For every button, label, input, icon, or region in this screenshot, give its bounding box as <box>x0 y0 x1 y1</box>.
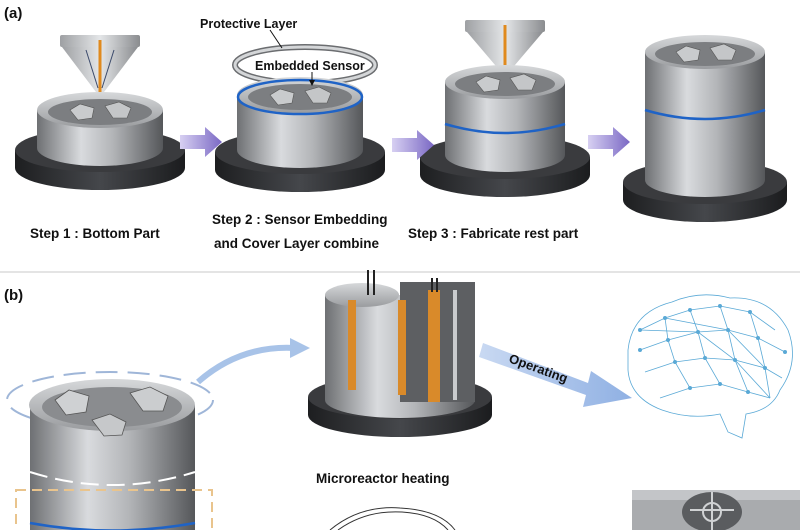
print-nozzle-icon <box>465 20 545 72</box>
embedded-sensor-label: Embedded Sensor <box>255 59 365 73</box>
step1-label: Step 1 : Bottom Part <box>30 226 160 241</box>
step3-label: Step 3 : Fabricate rest part <box>408 226 579 241</box>
highlight-box <box>15 489 213 530</box>
sensor-part-closeup <box>6 371 214 530</box>
protective-layer-pointer <box>269 29 283 49</box>
heater-rod <box>348 300 356 390</box>
step2-label-line2: and Cover Layer combine <box>214 236 380 251</box>
microreactor-illustration <box>308 270 492 437</box>
step1-illustration <box>15 35 185 190</box>
heater-rod <box>428 290 440 402</box>
print-nozzle-icon <box>60 35 140 92</box>
protective-layer-label: Protective Layer <box>200 17 297 31</box>
sensor-ring <box>236 78 364 116</box>
sensor-wires <box>329 507 456 530</box>
operating-arrow: Operating <box>479 343 632 407</box>
curved-arrow <box>196 338 310 385</box>
step2-label-line1: Step 2 : Sensor Embedding <box>212 212 388 227</box>
sensor-ring <box>644 108 766 121</box>
brain-network-icon <box>627 294 793 439</box>
step3-illustration <box>420 20 590 197</box>
step2-illustration <box>215 29 385 192</box>
printed-part-photo <box>632 490 800 530</box>
process-arrow <box>588 127 630 157</box>
microreactor-heating-caption: Microreactor heating <box>316 471 450 486</box>
process-arrow <box>392 130 434 160</box>
process-arrow <box>180 127 222 157</box>
sensor-ring <box>444 122 566 135</box>
heater-rod <box>398 300 406 395</box>
final-part-illustration <box>623 35 787 222</box>
panel-label-a: (a) <box>4 5 22 22</box>
panel-label-b: (b) <box>4 287 23 304</box>
